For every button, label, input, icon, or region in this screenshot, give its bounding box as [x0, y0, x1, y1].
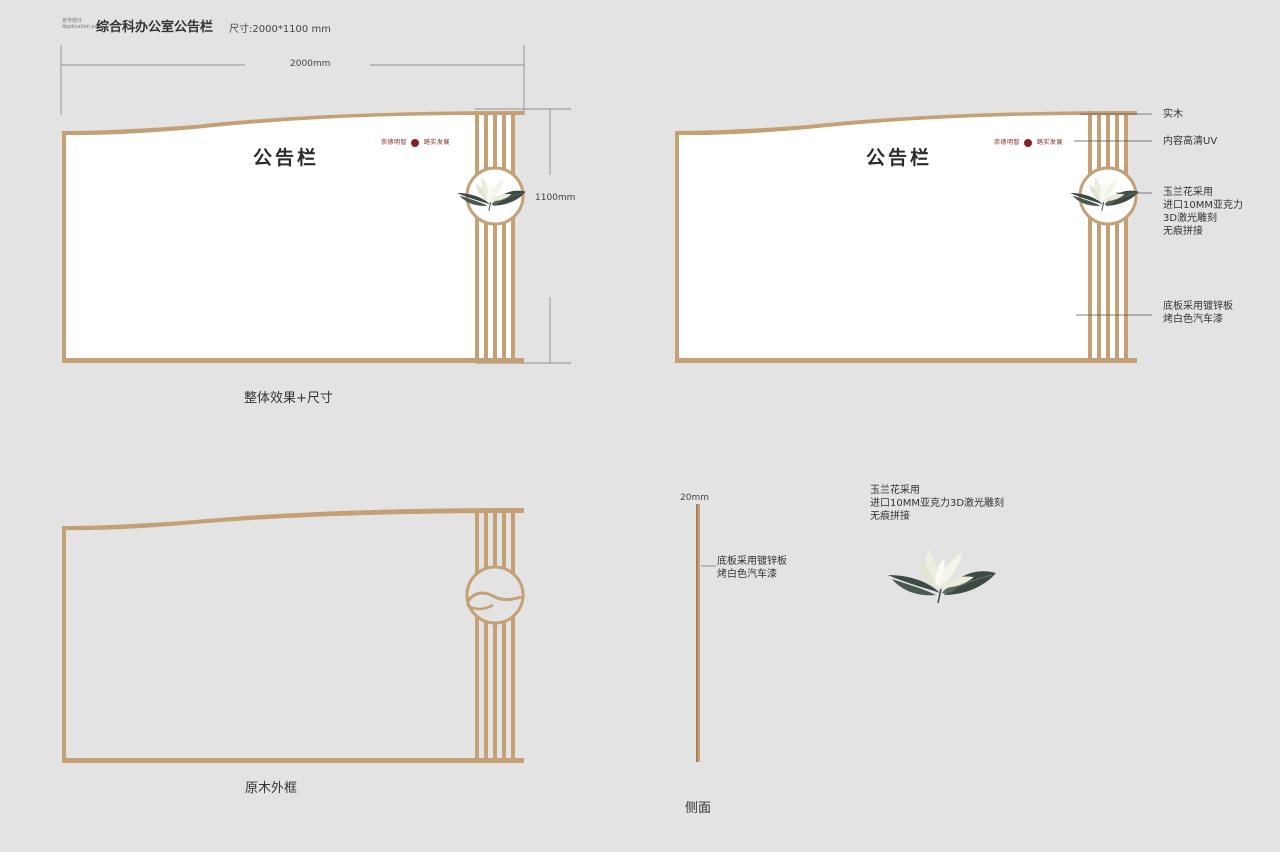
board-overall-drawing — [60, 45, 571, 364]
slogan-right: 踏实发展 — [1036, 139, 1063, 146]
annotation-uv: 内容高清UV — [1163, 136, 1218, 147]
page-size-label: 尺寸:2000*1100 mm — [229, 24, 331, 35]
magnolia-detail-icon — [888, 548, 997, 604]
width-dimension-label: 2000mm — [290, 59, 331, 69]
side-view-drawing — [696, 504, 716, 762]
slogan-right: 踏实发展 — [423, 139, 450, 146]
board-slogan-annotated: 崇德明智 踏实发展 — [994, 137, 1063, 147]
annotation-magnolia: 玉兰花采用 进口10MM亚克力 3D激光雕刻 无痕拼接 — [1163, 187, 1243, 237]
slogan-left: 崇德明智 — [381, 139, 408, 146]
annotation-magnolia-detail: 玉兰花采用 进口10MM亚克力3D激光雕刻 无痕拼接 — [870, 485, 1005, 522]
slogan-left: 崇德明智 — [994, 139, 1021, 146]
caption-overall: 整体效果+尺寸 — [244, 391, 333, 406]
annotation-side-base: 底板采用镀锌板 烤白色汽车漆 — [717, 556, 787, 580]
board-title-overall: 公告栏 — [253, 147, 320, 169]
page-title: 综合科办公室公告栏 — [96, 20, 214, 35]
board-title-annotated: 公告栏 — [866, 147, 933, 169]
width-dimension-line — [60, 45, 525, 115]
annotation-base: 底板采用镀锌板 烤白色汽车漆 — [1163, 301, 1233, 325]
board-slogan-overall: 崇德明智 踏实发展 — [381, 137, 450, 147]
slogan-seal-icon — [411, 138, 420, 147]
caption-frame: 原木外框 — [245, 781, 298, 796]
board-annotated-drawing — [675, 111, 1152, 363]
annotation-wood: 实木 — [1163, 109, 1183, 120]
thickness-dimension-label: 20mm — [680, 493, 709, 503]
header-tag: 宣传部分 Application part — [62, 18, 102, 30]
caption-side: 侧面 — [685, 801, 712, 816]
height-dimension-label: 1100mm — [535, 193, 576, 203]
header-tag-en: Application part — [62, 24, 102, 30]
slogan-seal-icon — [1024, 138, 1033, 147]
header-tag-cn: 宣传部分 — [62, 18, 83, 24]
board-frame-drawing — [62, 508, 525, 763]
